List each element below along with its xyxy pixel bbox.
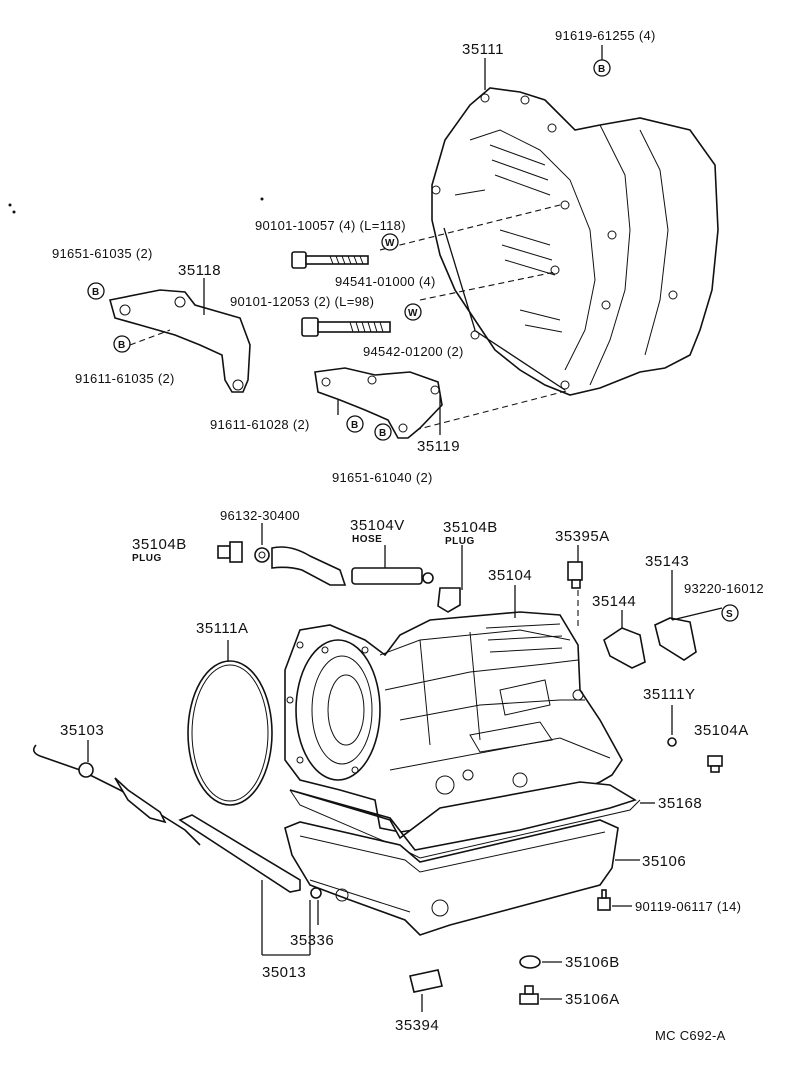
label-90101-10057: 90101-10057 (4) (L=118) [255, 218, 406, 233]
plate-35144 [603, 627, 646, 669]
badge-w-94541: W [381, 233, 399, 251]
label-35111: 35111 [462, 41, 504, 58]
badge-w-94542: W [404, 303, 422, 321]
label-plate-35394 [409, 969, 443, 993]
svg-text:W: W [408, 308, 418, 319]
diagram-code: MC C692-A [655, 1028, 726, 1043]
bolt-90119 [597, 889, 611, 911]
oil-pan-35106 [284, 819, 619, 936]
plug-35104a [707, 755, 723, 773]
label-35168: 35168 [658, 795, 702, 812]
filler-tube-35013 [178, 814, 301, 893]
label-91611-61028: 91611-61028 (2) [210, 417, 310, 432]
badge-b-91611a: B [113, 335, 131, 353]
label-96132: 96132-30400 [220, 508, 300, 523]
label-90101-12053: 90101-12053 (2) (L=98) [230, 294, 374, 309]
bolt-90101-10057 [291, 251, 369, 269]
svg-text:B: B [379, 428, 386, 439]
badge-b-91651b: B [374, 423, 392, 441]
o-ring-35111a [187, 660, 273, 806]
label-plug-right: PLUG [445, 536, 475, 547]
label-35104b-right: 35104B [443, 519, 498, 536]
gasket-35106b [519, 955, 541, 969]
bell-housing-35111 [431, 87, 719, 396]
label-93220: 93220-16012 [684, 581, 764, 596]
label-35336: 35336 [290, 932, 334, 949]
badge-b-91611b: B [346, 415, 364, 433]
label-35104a: 35104A [694, 722, 749, 739]
label-35106a: 35106A [565, 991, 620, 1008]
plate-35143 [654, 617, 697, 661]
label-91651-61035: 91651-61035 (2) [52, 246, 153, 261]
o-ring-35336 [310, 887, 322, 899]
svg-text:B: B [92, 287, 99, 298]
label-35144: 35144 [592, 593, 636, 610]
label-35395a: 35395A [555, 528, 610, 545]
label-35111y: 35111Y [643, 686, 696, 703]
svg-text:B: B [118, 340, 125, 351]
label-35111a: 35111A [196, 620, 249, 637]
label-35119: 35119 [417, 438, 460, 455]
label-91619: 91619-61255 (4) [555, 28, 656, 43]
plug-35104b-right [422, 572, 461, 613]
bracket-35118 [108, 289, 251, 393]
label-35104: 35104 [488, 567, 532, 584]
drain-plug-35106a [519, 985, 539, 1005]
svg-text:B: B [351, 420, 358, 431]
transmission-case-35104 [284, 611, 623, 833]
label-35106b: 35106B [565, 954, 620, 971]
dipstick-35103 [32, 744, 201, 846]
label-35104b-left: 35104B [132, 536, 187, 553]
svg-text:S: S [726, 609, 733, 620]
label-hose: HOSE [352, 534, 382, 545]
label-35143: 35143 [645, 553, 689, 570]
label-35103: 35103 [60, 722, 104, 739]
label-35106: 35106 [642, 853, 686, 870]
label-91651-61040: 91651-61040 (2) [332, 470, 433, 485]
label-35013: 35013 [262, 964, 306, 981]
badge-b-91619: B [593, 59, 611, 77]
svg-text:W: W [385, 238, 395, 249]
hose-35104v [271, 546, 423, 586]
sensor-35395a [567, 561, 583, 589]
label-35394: 35394 [395, 1017, 439, 1034]
badge-s-93220: S [721, 604, 739, 622]
label-91611-61035: 91611-61035 (2) [75, 371, 175, 386]
bracket-35119 [314, 367, 443, 439]
label-35104v: 35104V [350, 517, 405, 534]
badge-b-91651a: B [87, 282, 105, 300]
label-94541: 94541-01000 (4) [335, 274, 436, 289]
label-35118: 35118 [178, 262, 221, 279]
label-90119: 90119-06117 (14) [635, 899, 741, 914]
bolt-90101-12053 [301, 317, 391, 337]
ring-35111y [667, 737, 677, 747]
svg-text:B: B [598, 64, 605, 75]
clip-96132 [254, 547, 270, 563]
label-plug-left: PLUG [132, 553, 162, 564]
label-94542: 94542-01200 (2) [363, 344, 464, 359]
plug-35104b-left [217, 541, 243, 563]
